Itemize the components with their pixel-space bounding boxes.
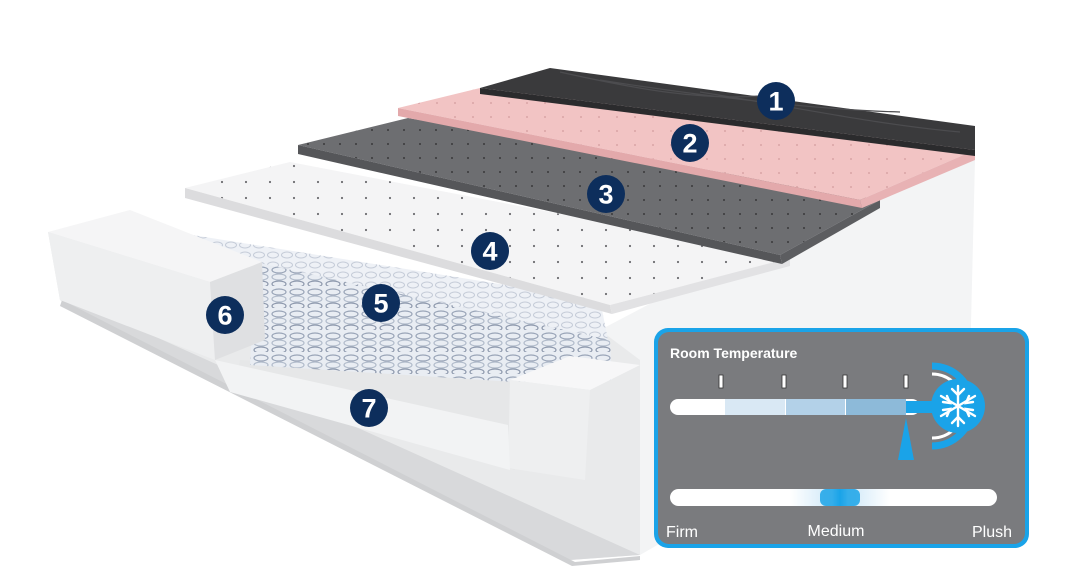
layer-badge-number: 5 (373, 289, 388, 319)
layer-badge-6: 6 (206, 296, 244, 334)
layer-badge-number: 6 (217, 301, 232, 331)
firmness-label-medium: Medium (808, 523, 865, 540)
snowflake-icon (939, 384, 977, 428)
layer-badge-circle (362, 284, 400, 322)
layer-5-pocket-coils (130, 225, 612, 382)
temperature-ticks (718, 374, 909, 389)
layer-badge-2: 2 (671, 124, 709, 162)
panel-background (658, 332, 1025, 544)
firmness-label-firm: Firm (666, 524, 698, 541)
layer-badge-circle (471, 232, 509, 270)
layer-badge-4: 4 (471, 232, 509, 270)
layer-badges: 1 2 3 4 5 6 7 (206, 82, 795, 427)
temperature-pointer (898, 418, 914, 460)
room-temperature-panel: Room Temperature (654, 328, 1029, 548)
layer-badge-circle (757, 82, 795, 120)
layer-badge-5: 5 (362, 284, 400, 322)
layer-badge-1: 1 (757, 82, 795, 120)
layer-badge-circle (206, 296, 244, 334)
layer-badge-circle (671, 124, 709, 162)
layer-badge-number: 7 (361, 394, 376, 424)
temperature-bar (670, 399, 936, 415)
layer-badge-number: 4 (482, 237, 497, 267)
panel-title: Room Temperature (670, 345, 798, 361)
layer-badge-3: 3 (587, 175, 625, 213)
firmness-label-plush: Plush (972, 524, 1012, 541)
layer-badge-circle (587, 175, 625, 213)
layer-badge-7: 7 (350, 389, 388, 427)
layer-badge-number: 3 (598, 180, 613, 210)
layer-badge-number: 2 (682, 129, 697, 159)
layer-badge-circle (350, 389, 388, 427)
firmness-slider (670, 489, 997, 506)
base-end-block (508, 356, 640, 480)
layer-badge-number: 1 (768, 87, 783, 117)
